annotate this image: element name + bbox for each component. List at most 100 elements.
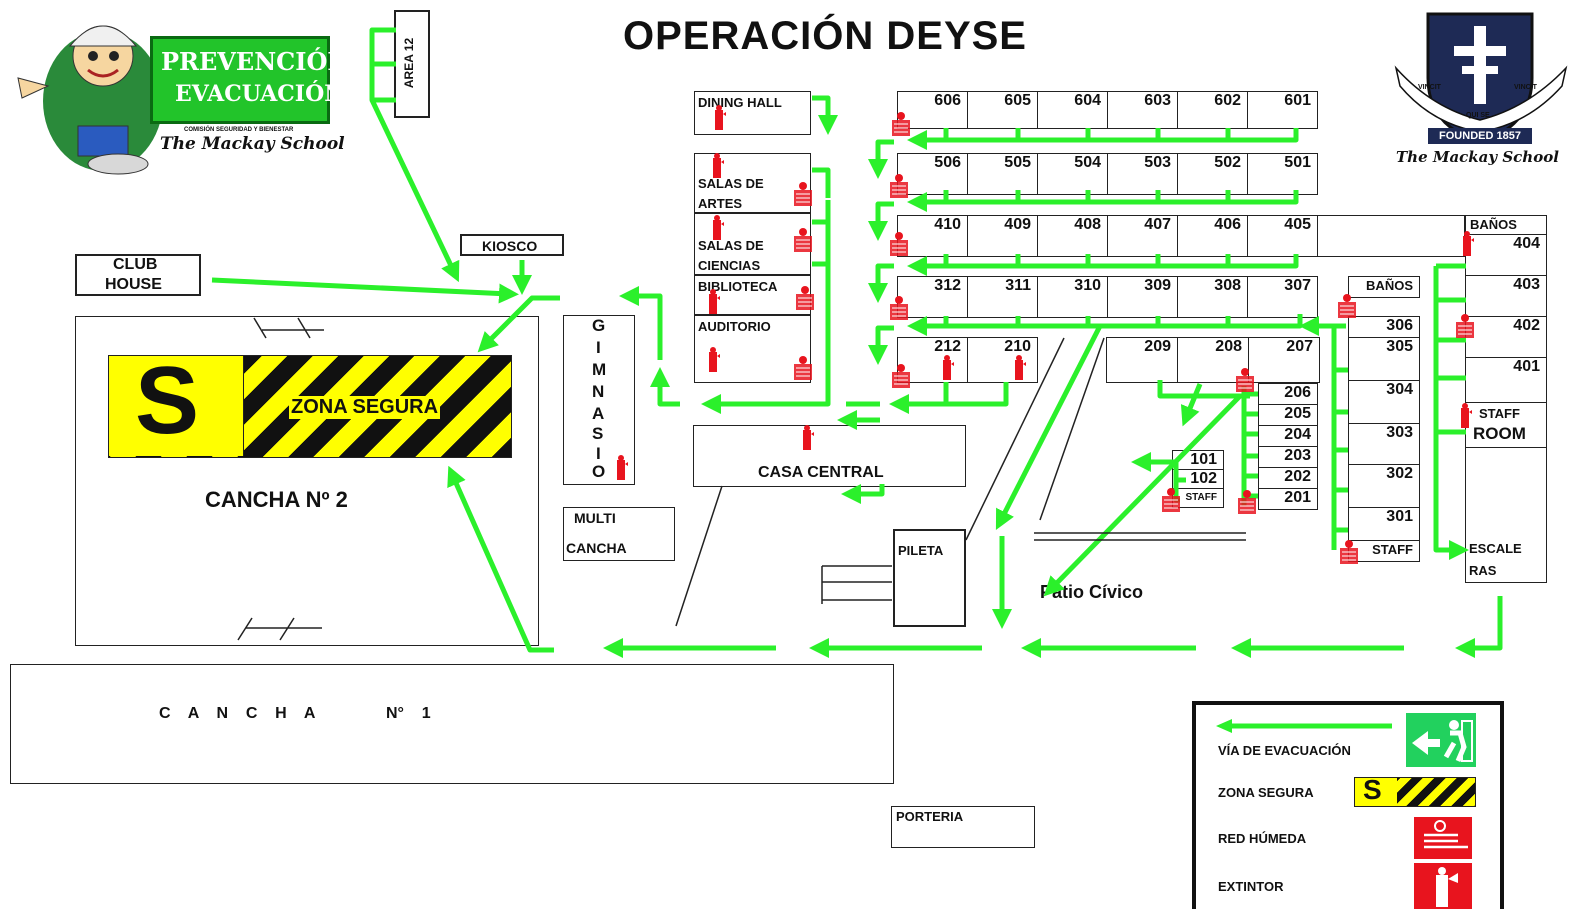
route-gym-2 <box>650 367 680 407</box>
route-diag-1 <box>995 324 1103 531</box>
route-400 <box>907 254 1299 276</box>
room-208: 208 <box>1177 337 1249 383</box>
crest-motto-right: VINCIT <box>1514 84 1537 91</box>
badge-line2: EVACUACIÓN <box>175 81 345 107</box>
col-400: BAÑOS 404 403 402 401 STAFF ROOM ESCALE … <box>1465 215 1547 583</box>
badge-school: The Mackay School <box>160 134 345 154</box>
room-301: 301 <box>1348 507 1420 541</box>
room-406: 406 <box>1177 215 1248 257</box>
room-303: 303 <box>1348 423 1420 465</box>
staff-room-label-1: STAFF <box>1479 406 1520 421</box>
gimnasio-letter-1: I <box>596 338 601 357</box>
route-casa <box>841 484 885 504</box>
safe-zone: S ZONA SEGURA <box>108 347 512 458</box>
gimnasio-letter-2: M <box>592 360 607 379</box>
room-506: 506 <box>897 153 968 195</box>
route-col400 <box>1433 266 1469 560</box>
room-502: 502 <box>1177 153 1248 195</box>
room-309: 309 <box>1107 276 1178 318</box>
room-306: 306 <box>1348 316 1420 338</box>
pileta-label: PILETA <box>898 543 944 558</box>
gimnasio-letter-5: S <box>592 424 604 443</box>
staff-room-label-2: ROOM <box>1473 424 1526 443</box>
salas-artes: SALAS DE ARTES <box>694 153 811 213</box>
page-title: OPERACIÓN DEYSE <box>623 14 1027 58</box>
route-to-safe <box>477 295 560 353</box>
row-600: 606 605 604 603 602 601 <box>897 91 1319 129</box>
kiosco-box: KIOSCO <box>460 234 564 256</box>
legend-hydrant-icon <box>1414 817 1472 859</box>
room-201: 201 <box>1258 488 1318 510</box>
room-310: 310 <box>1037 276 1108 318</box>
route-400-down <box>868 263 894 303</box>
porteria: PORTERIA <box>891 806 1035 848</box>
legend-extinguisher-icon <box>1414 863 1472 909</box>
route-artes <box>812 167 831 198</box>
room-503: 503 <box>1107 153 1178 195</box>
salas-artes-label-1: SALAS DE <box>698 176 764 191</box>
casa-central-label: CASA CENTRAL <box>758 464 884 481</box>
route-209-b <box>1180 383 1203 427</box>
room-408: 408 <box>1037 215 1108 257</box>
room-505: 505 <box>967 153 1038 195</box>
room-205: 205 <box>1258 404 1318 426</box>
safe-zone-s: S <box>135 347 200 454</box>
row-209: 209 208 207 <box>1106 337 1320 383</box>
room-403: 403 <box>1465 275 1547 317</box>
route-clubhouse <box>211 277 519 304</box>
room-504: 504 <box>1037 153 1108 195</box>
route-col200-rungs <box>1244 391 1258 499</box>
row-212: 212 210 <box>897 337 1038 383</box>
route-area12-c <box>369 98 460 283</box>
room-603: 603 <box>1107 91 1178 129</box>
cancha1-field: C A N C H A N° 1 <box>10 664 894 784</box>
room-307: 307 <box>1247 276 1318 318</box>
room-605: 605 <box>967 91 1038 129</box>
route-to-safe-bottom <box>447 465 554 653</box>
kiosco-label: KIOSCO <box>482 238 538 254</box>
route-bottom-main <box>1455 596 1503 658</box>
exit-sign-icon <box>1406 713 1476 767</box>
room-308: 308 <box>1177 276 1248 318</box>
room-305: 305 <box>1348 337 1420 381</box>
room-302: 302 <box>1348 464 1420 508</box>
site-lines <box>675 337 1246 627</box>
row-400: 410 409 408 407 406 405 <box>897 215 1547 257</box>
multi-cancha-label: CANCHA <box>566 540 627 556</box>
room-410: 410 <box>897 215 968 257</box>
room-601: 601 <box>1247 91 1318 129</box>
room-404: 404 <box>1465 234 1547 276</box>
casa-central: CASA CENTRAL <box>693 425 966 487</box>
room-207: 207 <box>1248 337 1320 383</box>
row-300: 312 311 310 309 308 307 <box>897 276 1319 318</box>
room-212: 212 <box>897 337 968 383</box>
badge-sub: COMISIÓN SEGURIDAD Y BIENESTAR <box>184 127 294 133</box>
route-300-down <box>868 325 894 365</box>
goal-posts <box>237 317 324 641</box>
club-house-box: CLUB HOUSE <box>75 254 201 296</box>
safe-zone-label: ZONA SEGURA <box>289 396 441 419</box>
route-300-drops <box>943 316 1231 326</box>
route-gym <box>619 286 663 360</box>
route-diag-2 <box>1043 394 1242 597</box>
route-209 <box>1157 380 1250 399</box>
legend-arrow-icon <box>1216 719 1392 733</box>
crest-school: The Mackay School <box>1396 148 1559 166</box>
club-house-label-1: CLUB <box>113 256 158 273</box>
route-500-down <box>868 201 894 241</box>
room-409: 409 <box>967 215 1038 257</box>
route-300 <box>907 314 1303 336</box>
prevention-badge: PREVENCIÓN EVACUACIÓN COMISIÓN SEGURIDAD… <box>8 6 349 176</box>
col-200: 206 205 204 203 202 201 <box>1258 383 1318 510</box>
room-501: 501 <box>1247 153 1318 195</box>
room-402: 402 <box>1465 316 1547 358</box>
route-600-drops <box>943 128 1231 140</box>
salas-ciencias-label-1: SALAS DE <box>698 238 764 253</box>
legend-extinguisher-label: EXTINTOR <box>1218 879 1284 894</box>
row-500: 506 505 504 503 502 501 <box>897 153 1319 195</box>
legend: VÍA DE EVACUACIÓN ZONA SEGURA S RED HÚME… <box>1192 701 1504 909</box>
pileta: PILETA <box>893 529 966 627</box>
mascot-icon <box>17 25 180 175</box>
multicancha-box: MULTI CANCHA <box>563 507 675 561</box>
salas-ciencias-label-2: CIENCIAS <box>698 258 761 273</box>
